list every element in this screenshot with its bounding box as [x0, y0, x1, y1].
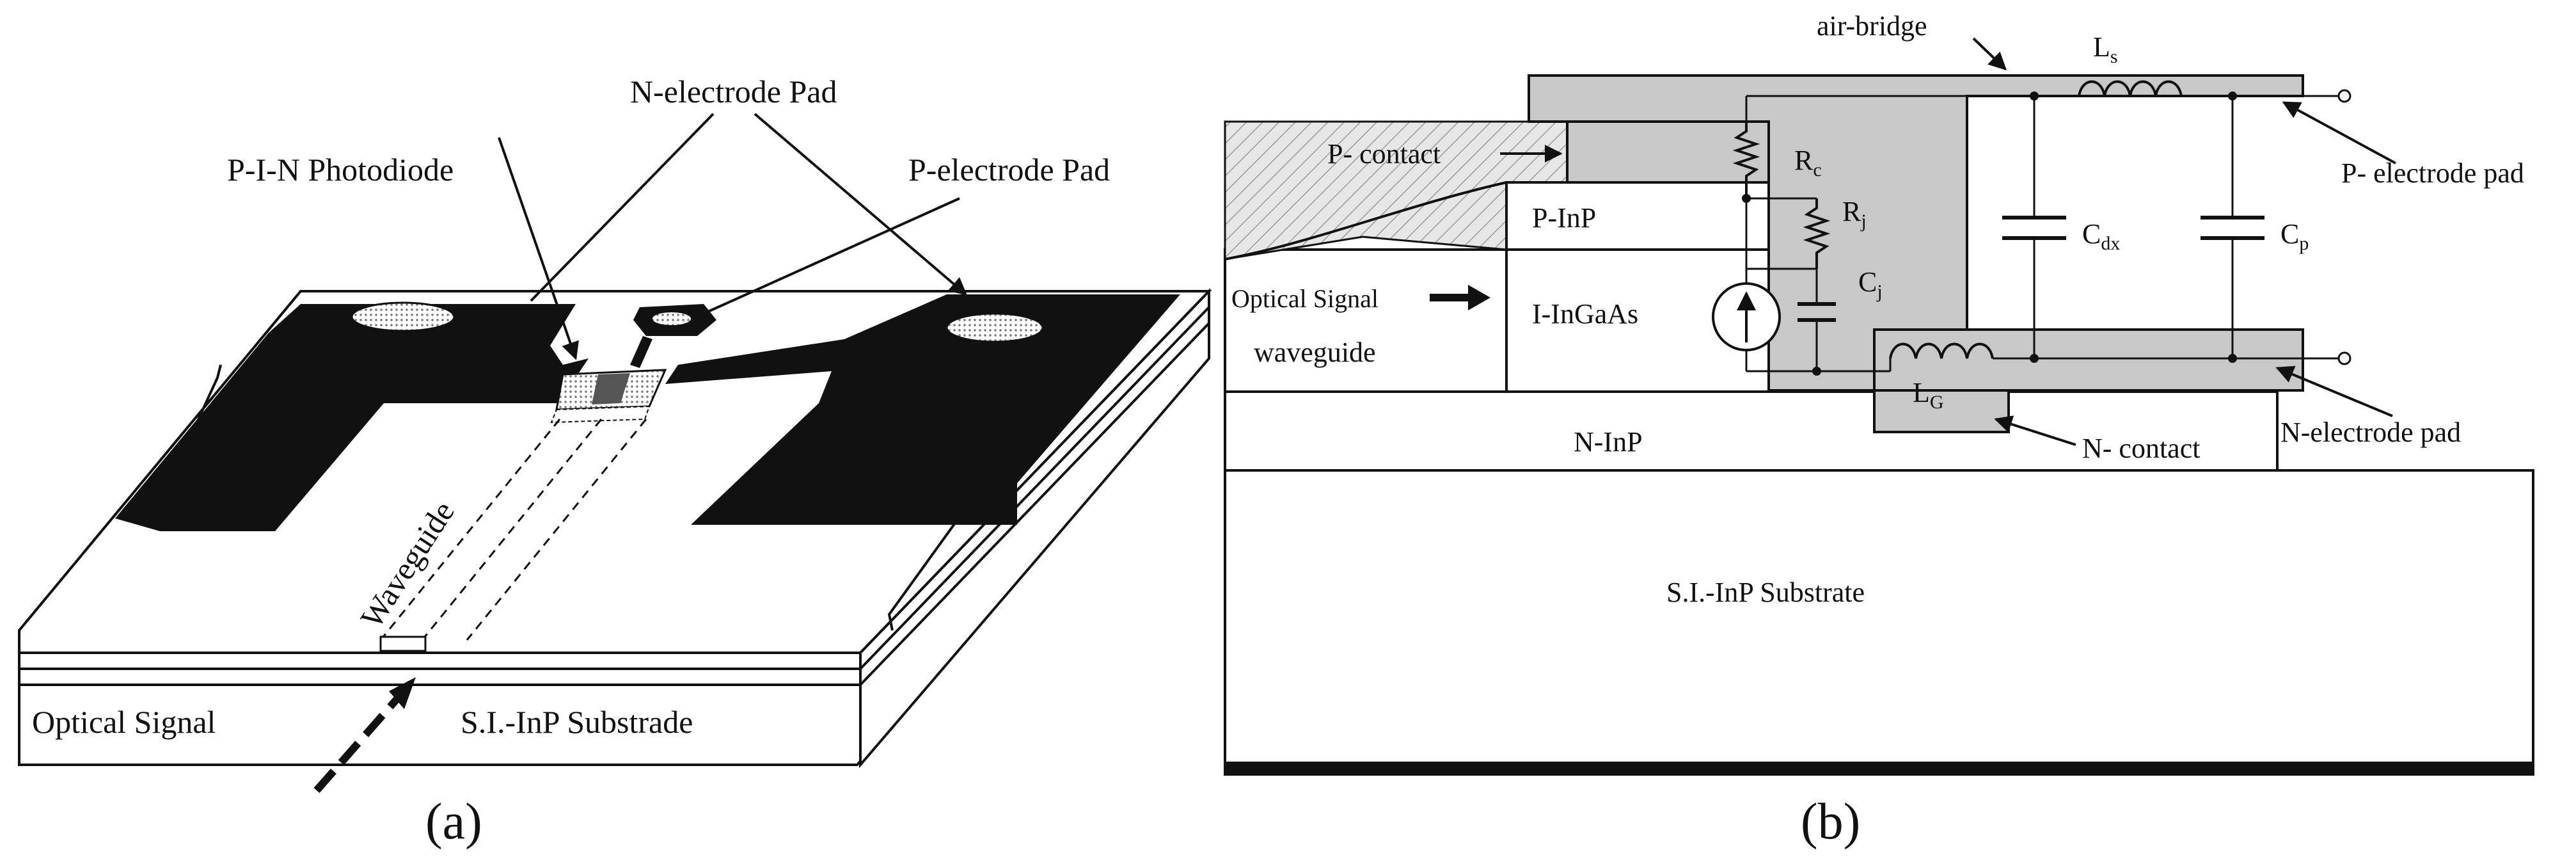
label-air-bridge: air-bridge [1817, 10, 1927, 42]
capacitor-cdx [2002, 216, 2066, 240]
label-n-inp: N-InP [1574, 426, 1643, 458]
panel-a: N-electrode Pad P-I-N Photodiode P-elect… [18, 74, 1212, 850]
waveguide-region [1224, 248, 1508, 393]
caption-b: (b) [1801, 794, 1860, 850]
capacitor-cp [2201, 216, 2264, 240]
label-optical-signal: Optical Signal [1231, 284, 1379, 313]
pin-photodiode-mesa [550, 369, 667, 424]
label-cp: Cp [2280, 218, 2309, 254]
label-optical-signal: Optical Signal [32, 704, 216, 740]
label-p-contact: P- contact [1327, 138, 1441, 170]
inductor-lg [1889, 342, 1994, 359]
n-pad-left [351, 301, 455, 332]
n-contact [1873, 389, 2010, 433]
n-inp-layer [1224, 390, 2279, 472]
caption-a: (a) [425, 794, 482, 850]
label-n-electrode-pad: N-electrode pad [2280, 417, 2461, 448]
panel-b: air-bridge Ls P- contact Rc P- electrode… [1224, 10, 2534, 850]
label-substrade: S.I.-InP Substrade [461, 704, 693, 740]
label-p-electrode-pad: P- electrode pad [2341, 157, 2524, 189]
label-p-electrode-pad: P-electrode Pad [908, 152, 1110, 188]
optical-input-arrow [313, 682, 413, 793]
label-n-electrode-pad: N-electrode Pad [630, 74, 837, 109]
resistor-rj [1803, 198, 1831, 269]
label-waveguide: waveguide [1254, 337, 1376, 368]
si-inp-substrate [1224, 469, 2534, 776]
resistor-rc [1732, 122, 1760, 198]
substrate-backside [1225, 762, 2533, 774]
n-electrode-left [115, 304, 589, 531]
label-cj: Cj [1858, 266, 1883, 302]
label-cdx: Cdx [2082, 218, 2120, 254]
waveguide-dashed [379, 419, 647, 652]
label-ls: Ls [2093, 31, 2118, 67]
label-pin-photodiode: P-I-N Photodiode [227, 152, 454, 188]
label-rj: Rj [1842, 196, 1867, 232]
label-n-contact: N- contact [2082, 433, 2200, 464]
p-contact [1566, 120, 1770, 184]
n-electrode-right [665, 294, 1180, 525]
label-lg: LG [1913, 377, 1944, 413]
label-p-inp: P-InP [1532, 202, 1596, 234]
inductor-ls [2078, 80, 2183, 97]
n-electrode-pad-metal [1873, 328, 2304, 392]
label-rc: Rc [1794, 145, 1822, 180]
p-electrode-pad [630, 304, 716, 368]
n-pad-right [945, 312, 1044, 343]
p-inp-layer [1505, 181, 1770, 251]
label-si-inp-substrate: S.I.-InP Substrate [1666, 577, 1865, 608]
label-i-ingaas: I-InGaAs [1532, 298, 1638, 330]
i-ingaas-layer [1505, 248, 1770, 393]
